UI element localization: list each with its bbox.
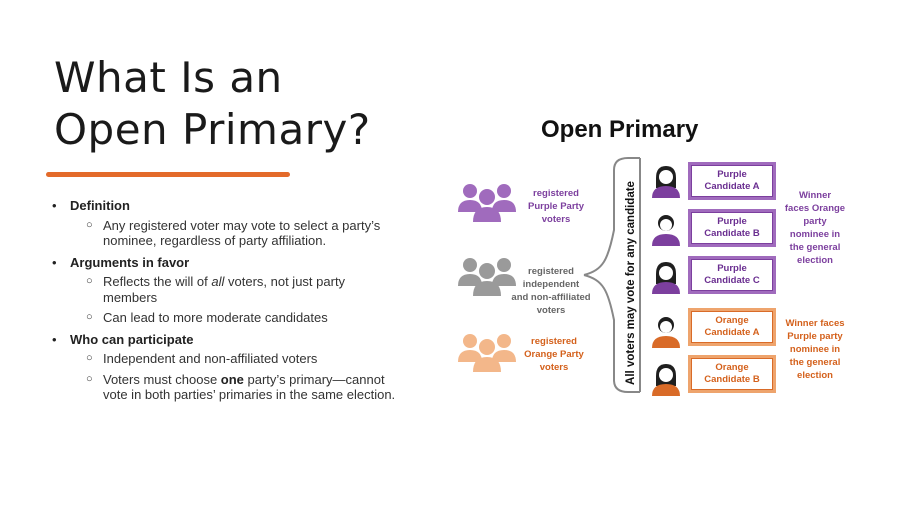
purple-winner-note: Winner faces Orange party nominee in the…: [784, 190, 846, 266]
title-line-1: What Is an: [54, 53, 283, 102]
vertical-label: All voters may vote for any candidate: [625, 181, 637, 385]
circle-bullet-icon: ○: [86, 275, 93, 287]
bullet-dot: •: [52, 331, 57, 347]
independent-voters-label: registered independent and non-affiliate…: [511, 266, 591, 316]
bullet-heading: Definition: [70, 198, 130, 213]
sub-bullet: ○Voters must choose one party’s primary—…: [86, 371, 396, 403]
slide-title: What Is an Open Primary?: [54, 52, 371, 156]
orange-voters-label: registered Orange Party voters: [524, 336, 584, 373]
title-line-2: Open Primary?: [54, 105, 371, 154]
purple-voters-group: [456, 182, 518, 229]
bullet-heading: Arguments in favor: [70, 254, 190, 270]
bullet-who-can-participate: • Who can participate ○Independent and no…: [52, 332, 402, 403]
orange-voters-group: [456, 332, 518, 379]
bullet-heading: Who can participate: [70, 331, 194, 347]
title-underline: [46, 172, 290, 177]
purple-voters-icon: [458, 184, 516, 222]
orange-voters-icon: [458, 334, 516, 372]
independent-voters-group: [456, 256, 518, 303]
bullet-definition: • Definition ○Any registered voter may vo…: [52, 198, 402, 249]
circle-bullet-icon: ○: [86, 352, 93, 364]
orange-winner-note: Winner faces Purple party nominee in the…: [785, 318, 845, 381]
open-primary-diagram: Open Primary registered Purple Party vot…: [448, 110, 868, 410]
bullet-arguments: • Arguments in favor ○Reflects the will o…: [52, 255, 402, 326]
circle-bullet-icon: ○: [86, 311, 93, 323]
purple-voters-label: registered Purple Party voters: [528, 188, 584, 225]
independent-voters-icon: [458, 258, 516, 296]
bullet-list: • Definition ○Any registered voter may vo…: [52, 198, 402, 409]
bullet-dot: •: [52, 198, 57, 213]
sub-bullet: ○Reflects the will of all voters, not ju…: [86, 274, 346, 305]
sub-bullet: ○Any registered voter may vote to select…: [86, 217, 381, 249]
bracket-lines: [583, 157, 641, 393]
diagram-title: Open Primary: [541, 116, 699, 143]
sub-bullet: ○Independent and non-affiliated voters: [86, 351, 318, 366]
circle-bullet-icon: ○: [86, 372, 93, 385]
sub-bullet: ○Can lead to more moderate candidates: [86, 310, 328, 325]
circle-bullet-icon: ○: [86, 218, 93, 231]
bullet-dot: •: [52, 254, 57, 270]
candidate-avatars: [652, 166, 680, 396]
